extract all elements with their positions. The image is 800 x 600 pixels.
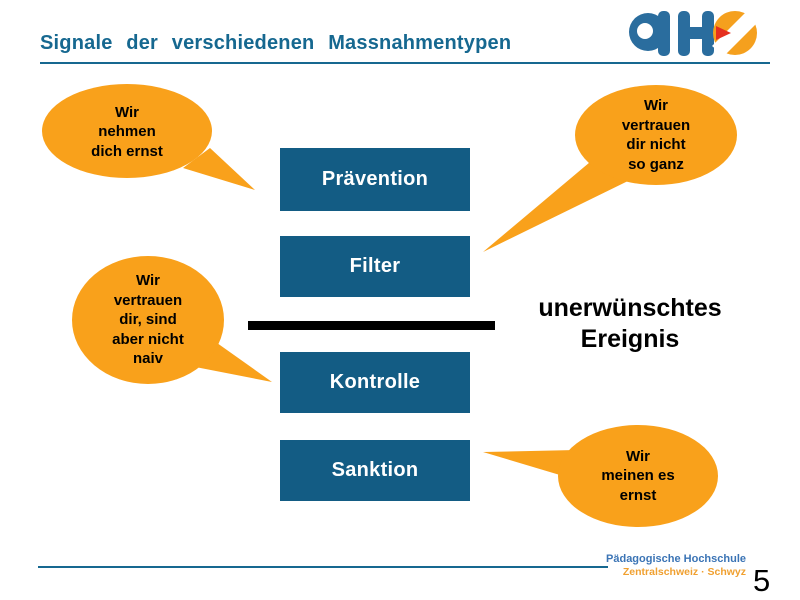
speech-bubble-text: Wir vertrauen dir nicht so ganz <box>621 97 691 173</box>
footer-institution-name: Pädagogische Hochschule <box>606 553 746 565</box>
footer-divider-line <box>38 566 608 568</box>
speech-bubble-text: Wir meinen es ernst <box>601 447 675 504</box>
speech-bubble-shape <box>483 85 737 252</box>
title-underline <box>40 62 770 64</box>
phz-logo-icon <box>629 10 758 56</box>
box-sanktion: Sanktion <box>280 440 470 501</box>
footer-institution-region: Zentralschweiz · Schwyz <box>622 565 746 578</box>
speech-bubble-shape <box>72 256 272 384</box>
event-label: unerwünschtes Ereignis <box>538 294 722 354</box>
phz-logo <box>628 6 758 61</box>
speech-bubble-text: Wir nehmen dich ernst <box>91 103 163 160</box>
page-number: 5 <box>753 563 771 598</box>
page-title: Signale der verschiedenen Massnahmentype… <box>40 32 512 54</box>
speech-bubble-kontrolle: Wir vertrauen dir, sind aber nicht naiv <box>68 252 283 390</box>
speech-bubble-sanktion: Wir meinen es ernst <box>478 422 728 532</box>
speech-bubble-shape <box>483 425 718 527</box>
speech-bubble-text: Wir vertrauen dir, sind aber nicht naiv <box>112 272 184 368</box>
box-filter: Filter <box>280 236 470 297</box>
speech-bubble-filter: Wir vertrauen dir nicht so ganz <box>478 82 743 257</box>
speech-bubble-shape <box>42 84 255 190</box>
box-praevention: Prävention <box>280 148 470 211</box>
box-kontrolle: Kontrolle <box>280 352 470 413</box>
speech-bubble-praevention: Wir nehmen dich ernst <box>38 80 263 198</box>
footer-institution: Pädagogische Hochschule Zentralschweiz ·… <box>560 553 746 578</box>
event-separator-line <box>248 321 495 330</box>
